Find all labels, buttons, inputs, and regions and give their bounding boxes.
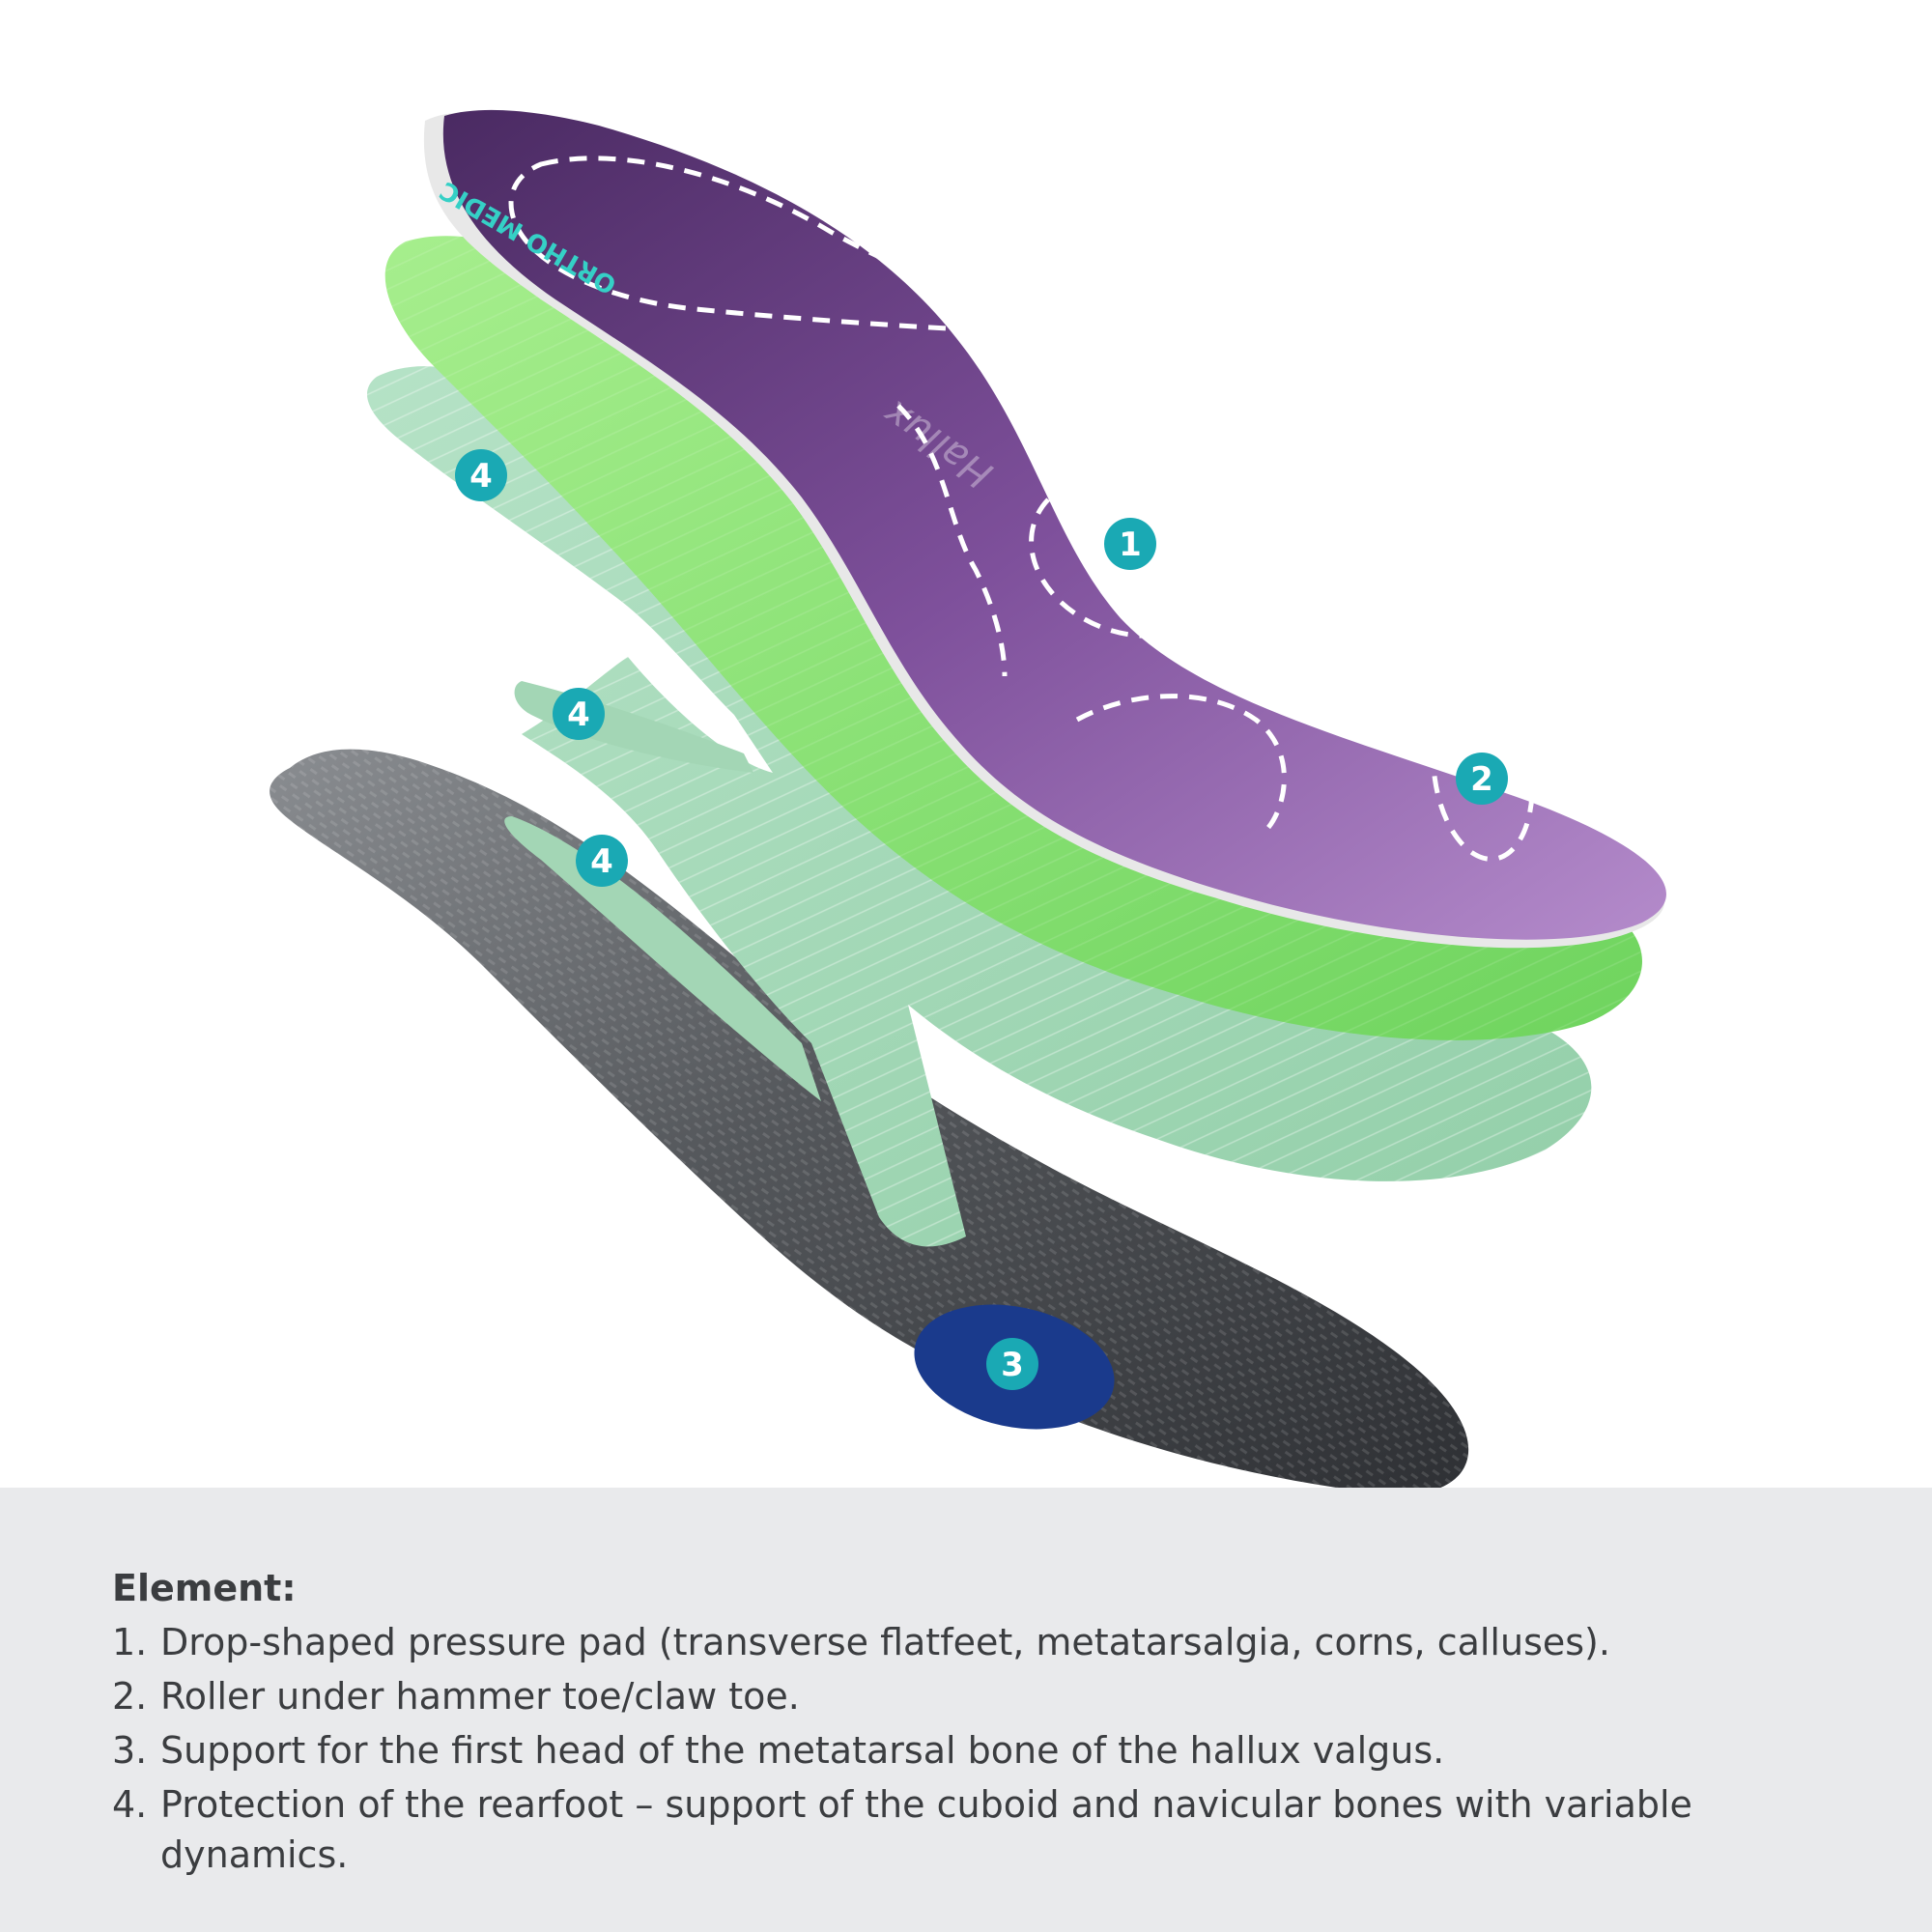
legend-item: 1. Drop-shaped pressure pad (transverse … [112,1617,1832,1667]
badge-4c: 4 [576,835,628,887]
badge-3: 3 [986,1338,1038,1390]
insole-exploded-illustration: ORTHO MEDIC Hallux 1 2 3 4 4 4 [270,109,1666,1488]
legend-item: 3. Support for the first head of the met… [112,1725,1832,1776]
svg-text:2: 2 [1470,760,1493,799]
legend-title: Element: [112,1567,297,1609]
legend-item-text: Roller under hammer toe/claw toe. [160,1675,800,1718]
badge-1: 1 [1104,518,1156,570]
legend-item-number: 4. [112,1783,148,1826]
svg-text:3: 3 [1001,1346,1024,1384]
badge-2: 2 [1456,753,1508,805]
legend-item-text: Support for the first head of the metata… [160,1729,1445,1772]
legend-item-number: 2. [112,1675,148,1718]
svg-text:4: 4 [567,696,590,734]
badge-4a: 4 [455,449,507,501]
rearfoot-wing-lower [504,816,821,1101]
legend-item-text: Protection of the rearfoot – support of … [160,1783,1692,1876]
badge-4b: 4 [553,688,605,740]
svg-text:4: 4 [469,457,493,496]
svg-text:1: 1 [1119,526,1142,564]
roller-outline-dashed [1431,684,1535,862]
top-layer-shape [442,109,1666,940]
drop-pad-outline-dashed [1029,472,1232,639]
legend-panel: Element: 1. Drop-shaped pressure pad (tr… [0,1488,1932,1932]
legend-item-number: 3. [112,1729,148,1772]
toe-outline-dashed [508,156,1053,336]
legend-item-text: Drop-shaped pressure pad (transverse fla… [160,1621,1610,1663]
svg-text:4: 4 [590,842,613,881]
heel-outline-dashed [1075,694,1287,833]
legend-item: 4. Protection of the rearfoot – support … [112,1779,1832,1880]
legend-item-number: 1. [112,1621,148,1663]
legend-item: 2. Roller under hammer toe/claw toe. [112,1671,1832,1721]
